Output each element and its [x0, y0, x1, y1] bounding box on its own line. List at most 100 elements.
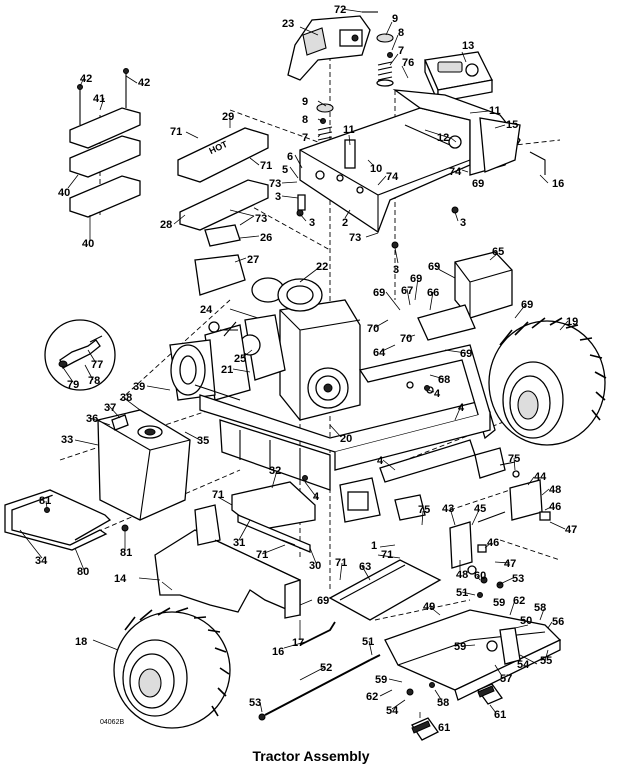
callout-73: 73 [269, 178, 281, 190]
upper-frame [297, 89, 546, 233]
callout-48: 48 [456, 569, 468, 581]
callout-28: 28 [160, 219, 172, 231]
callout-4c: 4 [377, 455, 384, 467]
callout-54: 54 [517, 659, 530, 671]
callout-69b: 69 [428, 261, 440, 273]
callout-1: 1 [371, 540, 377, 552]
callout-62: 62 [513, 595, 525, 607]
callout-71c: 71 [212, 489, 224, 501]
callout-53b: 53 [249, 697, 261, 709]
callout-60: 60 [474, 570, 486, 582]
fuel-tank [97, 409, 191, 521]
callout-75: 75 [418, 504, 430, 516]
callout-76: 76 [402, 57, 414, 69]
callout-7b: 7 [302, 132, 308, 144]
control-console [287, 11, 378, 81]
callout-50: 50 [520, 615, 532, 627]
callout-67: 67 [401, 285, 413, 297]
callout-58: 58 [534, 602, 546, 614]
callout-10: 10 [370, 163, 382, 175]
callout-32: 32 [269, 465, 281, 477]
callout-70b: 70 [400, 333, 412, 345]
drawing-number: 04062B [100, 719, 124, 726]
callout-69g: 69 [317, 595, 329, 607]
callout-59b: 59 [454, 641, 466, 653]
callout-3b: 3 [309, 217, 315, 229]
callout-63: 63 [359, 561, 371, 573]
callout-29: 29 [222, 111, 234, 123]
callout-7: 7 [398, 45, 404, 57]
callout-17: 17 [292, 637, 304, 649]
callout-48b: 48 [549, 484, 561, 496]
callout-59: 59 [493, 597, 505, 609]
callout-52: 52 [320, 662, 332, 674]
callout-59c: 59 [375, 674, 387, 686]
callout-81: 81 [39, 495, 51, 507]
callout-55: 55 [540, 655, 552, 667]
callout-labels: 72 23 9 8 7 76 13 11 15 12 74 69 16 9 8 … [35, 4, 578, 734]
callout-73c: 73 [255, 213, 267, 225]
part-31-plate [231, 481, 316, 553]
callout-11b: 11 [343, 124, 355, 136]
callout-30: 30 [309, 560, 321, 572]
callout-4b: 4 [458, 402, 465, 414]
wheel-rear-left [113, 607, 231, 729]
callout-71b: 71 [260, 160, 272, 172]
callout-64: 64 [373, 347, 386, 359]
callout-40: 40 [58, 187, 70, 199]
callout-69f: 69 [460, 348, 472, 360]
callout-58b: 58 [437, 697, 449, 709]
callout-12: 12 [437, 132, 449, 144]
callout-3: 3 [275, 191, 281, 203]
callout-3c: 3 [460, 217, 466, 229]
callout-leaders [19, 8, 569, 718]
callout-22: 22 [316, 261, 328, 273]
callout-72: 72 [334, 4, 346, 16]
callout-9: 9 [392, 13, 398, 25]
callout-4d: 4 [313, 491, 320, 503]
callout-5: 5 [282, 164, 288, 176]
callout-15: 15 [506, 119, 518, 131]
callout-53: 53 [512, 573, 524, 585]
callout-78: 78 [88, 375, 100, 387]
callout-11: 11 [489, 105, 501, 117]
callout-18: 18 [75, 636, 87, 648]
control-rod [258, 654, 381, 721]
callout-34: 34 [35, 555, 48, 567]
callout-71d: 71 [256, 549, 268, 561]
callout-6: 6 [287, 151, 293, 163]
callout-46b: 46 [549, 501, 561, 513]
block-stack [69, 68, 141, 218]
tank-bracket [4, 489, 112, 551]
callout-71e: 71 [335, 557, 347, 569]
figure-caption: Tractor Assembly [252, 748, 370, 764]
callout-69d: 69 [373, 287, 385, 299]
callout-80: 80 [77, 566, 89, 578]
callout-19: 19 [566, 316, 578, 328]
callout-9b: 9 [302, 96, 308, 108]
callout-39: 39 [133, 381, 145, 393]
callout-2: 2 [342, 217, 348, 229]
callout-51: 51 [456, 587, 468, 599]
part-65-box [417, 251, 513, 341]
callout-70: 70 [367, 323, 379, 335]
callout-4: 4 [434, 388, 441, 400]
wheel-rear-right [488, 317, 607, 446]
callout-65: 65 [492, 246, 504, 258]
callout-51b: 51 [362, 636, 374, 648]
callout-36: 36 [86, 413, 98, 425]
spring-stack-lower [316, 103, 334, 146]
callout-31: 31 [233, 537, 245, 549]
callout-62b: 62 [366, 691, 378, 703]
main-chassis [199, 344, 516, 523]
callout-16b: 16 [272, 646, 284, 658]
callout-21: 21 [221, 364, 233, 376]
heat-shield: HOT [177, 127, 269, 296]
callout-23: 23 [282, 18, 294, 30]
callout-56: 56 [552, 616, 564, 628]
callout-49: 49 [423, 601, 435, 613]
callout-14: 14 [114, 573, 127, 585]
callout-42b: 42 [138, 77, 150, 89]
callout-37: 37 [104, 402, 116, 414]
floor-plate [328, 559, 442, 621]
